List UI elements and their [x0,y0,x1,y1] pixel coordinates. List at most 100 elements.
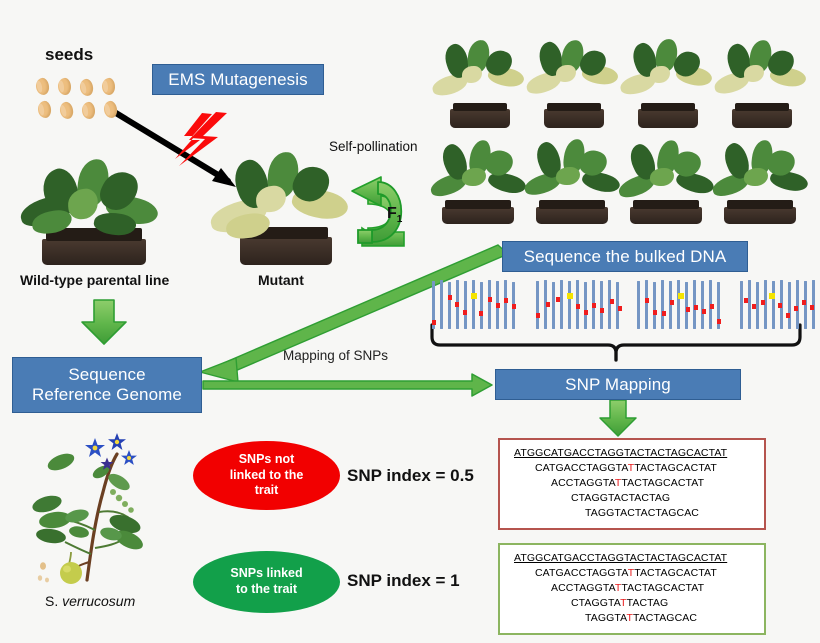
snp-marker [752,304,756,309]
berry [60,551,82,584]
snp-base: T [614,581,622,594]
snp-marker [662,311,666,316]
sequence-segment: CATGACCTAGGTA [535,566,628,579]
leaf [556,167,580,185]
plant-pot [450,109,510,128]
sequence-segment: TAGGTACTACTAGCAC [585,506,699,519]
snp-base: T [627,461,635,474]
snp-marker [786,313,790,318]
seed [80,101,97,120]
sequence-reference-genome-box[interactable]: Sequence Reference Genome [12,357,202,413]
sequence-segment: ATGGCATGACCTAGGTACTACTAGCACTAT [514,552,728,564]
snp-marker [618,306,622,311]
plant-pot [42,239,146,265]
read-sequence-line: CTAGGTACTACTAG [508,491,756,506]
f1-label: F1 [387,205,402,225]
snp-marker [556,297,560,302]
snp-marker [432,320,436,325]
dna-read-group [432,280,522,330]
mapping-of-snps-label: Mapping of SNPs [283,348,389,363]
snp-marker [488,297,492,302]
species-caption: S. verrucosum [45,593,135,609]
sequence-segment: TACTAG [626,596,669,609]
snp-marker [512,304,516,309]
progeny-plant-variegated [524,38,620,128]
sequence-segment: ACCTAGGTA [551,581,615,594]
variegated-leaf [462,66,482,83]
ems-mutagenesis-box[interactable]: EMS Mutagenesis [152,64,324,95]
progeny-plant-green [616,132,716,224]
sequence-segment: TACTAGCACTAT [634,461,717,474]
snp-marker [710,304,714,309]
plant-pot [544,109,604,128]
read-sequence-line: CATGACCTAGGTATTACTAGCACTAT [508,461,756,476]
snps-linked-ellipse[interactable]: SNPs linked to the trait [193,551,340,613]
snp-marker [802,300,806,305]
sequence-segment: TACTAGCACTAT [634,566,717,579]
snp-marker [744,298,748,303]
sequence-segment: CATGACCTAGGTA [535,461,628,474]
snps-not-linked-ellipse[interactable]: SNPs not linked to the trait [193,441,340,510]
snp-base: T [626,611,633,624]
flower [85,433,137,470]
dna-read-group [740,280,820,330]
mutant-plant [207,150,351,265]
snp-index-unlinked-label: SNP index = 0.5 [347,466,474,485]
ellipse-line: to the trait [235,582,298,596]
snp-marker [761,300,765,305]
variegated-leaf [650,66,670,83]
progeny-plant-grid [428,38,820,230]
variegated-leaf [556,65,576,82]
snp-marker [592,303,596,308]
reference-sequence-line: ATGGCATGACCTAGGTACTACTAGCACTAT [508,446,756,461]
seed [102,99,119,120]
snp-marker [576,304,580,309]
plant-soil [633,200,699,209]
plant-soil [547,103,601,111]
seed [36,100,53,119]
read-sequence-line: TAGGTACTACTAGCAC [508,506,756,521]
plant-pot [240,237,332,265]
reference-to-snpmapping-arrow [202,373,493,397]
seeds-label: seeds [45,45,94,64]
self-pollination-label: Self-pollination [329,139,418,154]
ems-mutagenesis-label: EMS Mutagenesis [168,69,308,89]
read-sequence-line: ACCTAGGTATTACTAGCACTAT [508,581,756,596]
progeny-plant-green [710,132,810,224]
snp-marker [584,310,588,315]
reference-sequence-line: ATGGCATGACCTAGGTACTACTAGCACTAT [508,551,756,566]
snp-base: T [614,476,622,489]
plant-pot [638,109,698,128]
seed [57,100,76,121]
snp-marker [504,298,508,303]
plant-pot [442,207,514,224]
snp-marker [810,305,814,310]
read-sequence-line: TAGGTATTACTAGCAC [508,611,756,626]
snp-marker [610,299,614,304]
dna-reads-brace [430,323,802,362]
read-sequence-line: CATGACCTAGGTATTACTAGCACTAT [508,566,756,581]
snp-marker [702,309,706,314]
read-sequence-line: CTAGGTATTACTAG [508,596,756,611]
snp-mapping-box[interactable]: SNP Mapping [495,369,741,400]
progeny-plant-variegated [712,38,808,128]
dna-read-group [637,280,727,330]
plant-pot [536,207,608,224]
sequence-bulked-dna-box[interactable]: Sequence the bulked DNA [502,241,748,272]
snp-marker [778,303,782,308]
species-genus: S. [45,593,63,609]
snp-marker [694,305,698,310]
sequence-reference-genome-line1: Sequence [68,365,146,385]
seed [78,77,95,98]
ellipse-line: trait [254,483,279,498]
plant-soil [727,200,793,209]
wild-type-caption: Wild-type parental line [20,272,170,288]
f1-letter: F [387,205,397,222]
snp-marker [717,319,721,324]
plant-pot [732,109,792,128]
sequence-segment: CTAGGTA [571,596,621,609]
wildtype-to-reference-arrow [81,299,127,345]
leaf [462,168,486,186]
snp-base: T [620,596,627,609]
